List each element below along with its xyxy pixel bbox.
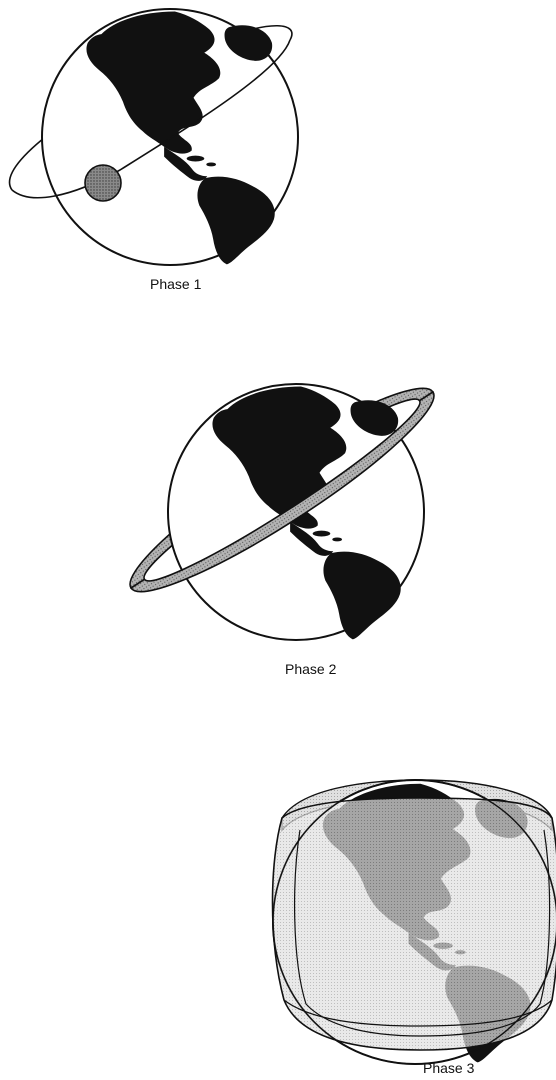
phase-2-illustration [114,365,451,640]
globe-icon [42,9,298,265]
phase-1-caption: Phase 1 [150,276,201,292]
phase-2-caption: Phase 2 [285,661,336,677]
satellite-icon [85,165,121,201]
phase-1-illustration [10,9,298,265]
phase-3-illustration [273,780,556,1064]
phase-3-caption: Phase 3 [423,1060,474,1076]
